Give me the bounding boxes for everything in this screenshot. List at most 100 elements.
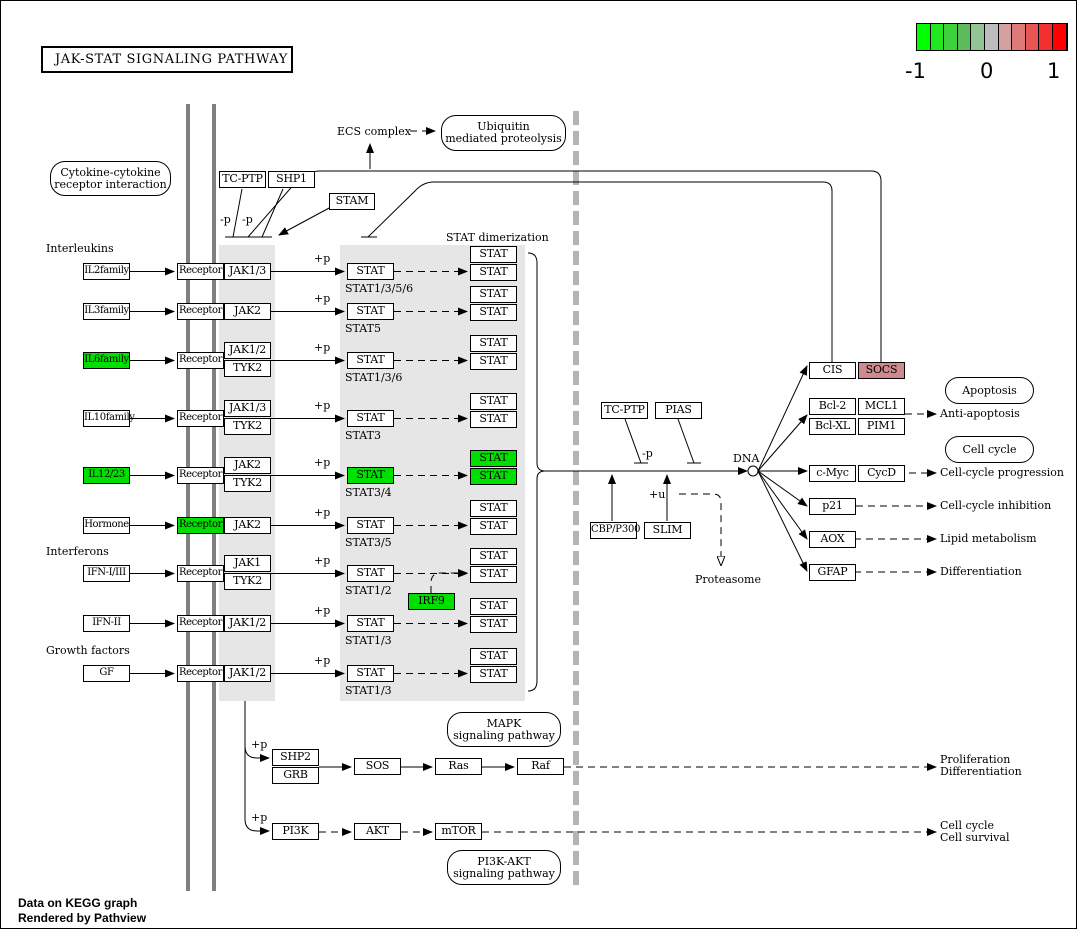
ras-gene[interactable]: Ras (435, 758, 482, 775)
stat-dimer-2-a[interactable]: STAT (470, 335, 517, 352)
receptor-8[interactable]: Receptor (177, 665, 224, 682)
receptor-5[interactable]: Receptor (177, 517, 224, 534)
ligand-1[interactable]: IL3family (83, 303, 130, 320)
tc-ptp-gene[interactable]: TC-PTP (219, 171, 266, 188)
mcl1-gene[interactable]: MCL1 (858, 398, 905, 415)
legend-swatch-1 (930, 24, 945, 50)
cis-gene[interactable]: CIS (809, 362, 856, 379)
stat-dimer-1-b[interactable]: STAT (470, 304, 517, 321)
stat-2[interactable]: STAT (347, 352, 394, 369)
akt-gene[interactable]: AKT (354, 823, 401, 840)
stat-3[interactable]: STAT (347, 410, 394, 427)
stat-name-6: STAT1/2 (345, 584, 392, 597)
jak-2-a[interactable]: JAK1/2 (224, 342, 271, 359)
jak-4-b[interactable]: TYK2 (224, 475, 271, 492)
stat-8[interactable]: STAT (347, 665, 394, 682)
stat-dimer-5-a[interactable]: STAT (470, 500, 517, 517)
stat-dimer-7-a[interactable]: STAT (470, 598, 517, 615)
cc-inhibition-label: Cell-cycle inhibition (940, 499, 1052, 512)
ligand-0[interactable]: IL2family (83, 263, 130, 280)
stat-6[interactable]: STAT (347, 565, 394, 582)
jak-0[interactable]: JAK1/3 (224, 263, 271, 280)
jak-1[interactable]: JAK2 (224, 303, 271, 320)
cytokine-line-1: Cytokine-cytokine (60, 165, 161, 179)
gfap-gene[interactable]: GFAP (809, 564, 856, 581)
pias-gene[interactable]: PIAS (655, 402, 702, 419)
stat-dimer-4-b[interactable]: STAT (470, 468, 517, 485)
stat-1[interactable]: STAT (347, 303, 394, 320)
cellcycle-label: Cell cycle (962, 442, 1017, 456)
receptor-3[interactable]: Receptor (177, 410, 224, 427)
pim1-gene[interactable]: PIM1 (858, 418, 905, 435)
ligand-8[interactable]: GF (83, 665, 130, 682)
jak-8[interactable]: JAK1/2 (224, 665, 271, 682)
cbp-p300-gene[interactable]: CBP/P300 (590, 522, 641, 539)
nuclear-tc-ptp-gene[interactable]: TC-PTP (601, 402, 648, 419)
stat-dimer-8-a[interactable]: STAT (470, 648, 517, 665)
stat-dimer-0-b[interactable]: STAT (470, 264, 517, 281)
jak-3-a[interactable]: JAK1/3 (224, 400, 271, 417)
jak-2-b[interactable]: TYK2 (224, 360, 271, 377)
stat-4[interactable]: STAT (347, 467, 394, 484)
irf9-gene[interactable]: IRF9 (408, 593, 455, 610)
shp2-gene[interactable]: SHP2 (272, 749, 319, 766)
apoptosis-pathway-link[interactable]: Apoptosis (945, 377, 1034, 404)
receptor-6[interactable]: Receptor (177, 565, 224, 582)
stat-dimer-6-b[interactable]: STAT (470, 566, 517, 583)
stat-dimer-4-a[interactable]: STAT (470, 450, 517, 467)
mtor-gene[interactable]: mTOR (435, 823, 482, 840)
stat-dimer-6-a[interactable]: STAT (470, 548, 517, 565)
stat-dimer-8-b[interactable]: STAT (470, 666, 517, 683)
receptor-4[interactable]: Receptor (177, 467, 224, 484)
socs-gene[interactable]: SOCS (858, 362, 905, 379)
bcl2-gene[interactable]: Bcl-2 (809, 398, 856, 415)
receptor-1[interactable]: Receptor (177, 303, 224, 320)
jak-4-a[interactable]: JAK2 (224, 457, 271, 474)
stat-7[interactable]: STAT (347, 615, 394, 632)
stat-0[interactable]: STAT (347, 263, 394, 280)
cycd-gene[interactable]: CycD (858, 465, 905, 482)
legend-swatch-2 (944, 24, 958, 50)
page-title: JAK-STAT SIGNALING PATHWAY (41, 46, 293, 73)
stat-dimer-5-b[interactable]: STAT (470, 518, 517, 535)
ligand-3[interactable]: IL10family (83, 410, 135, 427)
receptor-0[interactable]: Receptor (177, 263, 224, 280)
ligand-5[interactable]: Hormone (83, 517, 130, 534)
aox-gene[interactable]: AOX (809, 531, 856, 548)
ligand-2[interactable]: IL6family (83, 352, 130, 369)
p21-gene[interactable]: p21 (809, 498, 856, 515)
cellcycle-pathway-link[interactable]: Cell cycle (945, 436, 1034, 463)
stat-dimer-7-b[interactable]: STAT (470, 616, 517, 633)
ligand-6[interactable]: IFN-I/III (83, 565, 130, 582)
pi3k-gene[interactable]: PI3K (272, 823, 319, 840)
stat-dimer-3-a[interactable]: STAT (470, 393, 517, 410)
stat-name-0: STAT1/3/5/6 (345, 282, 414, 295)
sos-gene[interactable]: SOS (354, 758, 401, 775)
stat-dimer-0-a[interactable]: STAT (470, 246, 517, 263)
cmyc-gene[interactable]: c-Myc (809, 465, 856, 482)
receptor-2[interactable]: Receptor (177, 352, 224, 369)
stat-dimer-1-a[interactable]: STAT (470, 286, 517, 303)
shp1-gene[interactable]: SHP1 (268, 171, 315, 188)
stat-dimer-2-b[interactable]: STAT (470, 353, 517, 370)
stat-name-3: STAT3 (345, 429, 381, 442)
jak-3-b[interactable]: TYK2 (224, 418, 271, 435)
raf-gene[interactable]: Raf (517, 758, 564, 775)
jak-5[interactable]: JAK2 (224, 517, 271, 534)
bclxl-gene[interactable]: Bcl-XL (809, 418, 856, 435)
jak-6-a[interactable]: JAK1 (224, 555, 271, 572)
stat-5[interactable]: STAT (347, 517, 394, 534)
receptor-7[interactable]: Receptor (177, 615, 224, 632)
jak-7[interactable]: JAK1/2 (224, 615, 271, 632)
stam-gene[interactable]: STAM (329, 193, 375, 210)
slim-gene[interactable]: SLIM (644, 522, 691, 539)
stat-dimer-3-b[interactable]: STAT (470, 411, 517, 428)
grb-gene[interactable]: GRB (272, 767, 319, 784)
ligand-7[interactable]: IFN-II (83, 615, 130, 632)
jak-6-b[interactable]: TYK2 (224, 573, 271, 590)
ligand-4[interactable]: IL12/23 (83, 467, 130, 484)
